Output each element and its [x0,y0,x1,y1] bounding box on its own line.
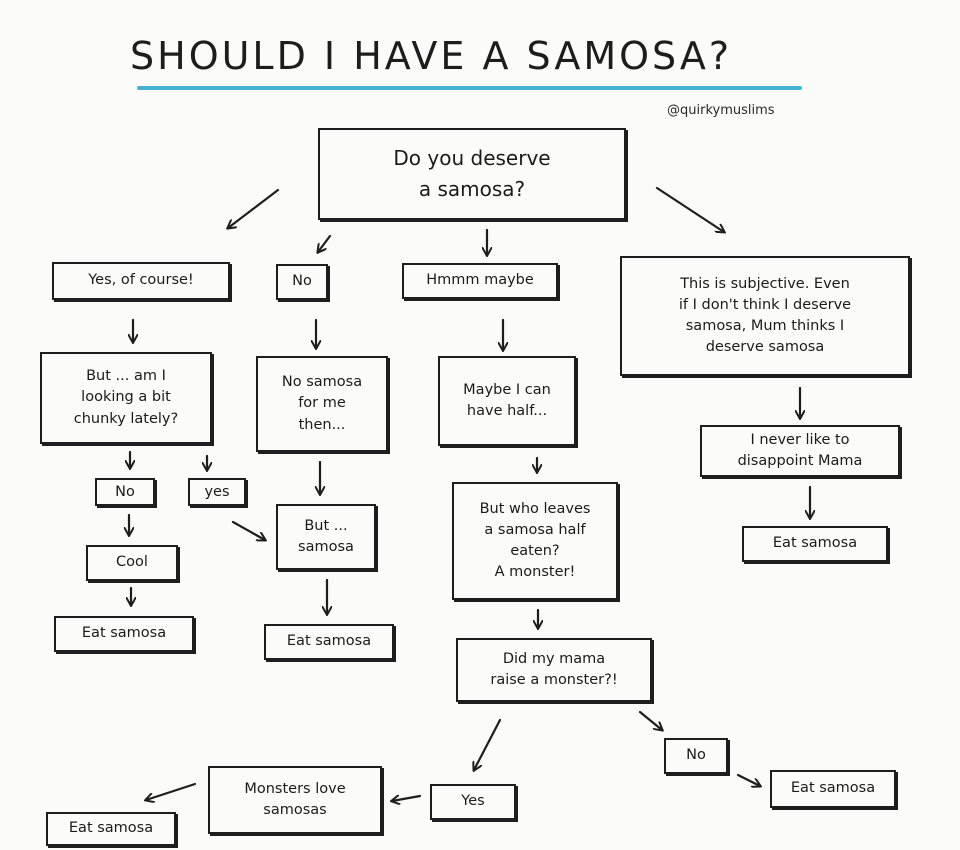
node-never-disappoint: I never like to disappoint Mama [700,425,900,477]
node-monsters-love-samosas: Monsters love samosas [208,766,382,834]
node-subjective: This is subjective. Even if I don't thin… [620,256,910,376]
node-no: No [276,264,328,300]
node-deserve-question: Do you deserve a samosa? [318,128,626,220]
node-maybe-half: Maybe I can have half... [438,356,576,446]
arrow-start-to-no [318,234,332,252]
node-mama-yes: Yes [430,784,516,820]
node-but-samosa: But ... samosa [276,504,376,570]
node-eat-samosa-monster-no: Eat samosa [770,770,896,808]
arrow-no-to-eat-monster [736,773,760,786]
arrow-yes-to-butsamosa [231,520,265,540]
node-chunky-question: But ... am I looking a bit chunky lately… [40,352,212,444]
title-underline [137,86,802,90]
arrow-mama-to-no [638,710,662,730]
node-hmmm-maybe: Hmmm maybe [402,263,558,299]
arrow-yes-to-monsters [392,796,422,801]
node-eat-samosa-right: Eat samosa [742,526,888,562]
node-eat-samosa-bottom: Eat samosa [46,812,176,846]
node-yes-of-course: Yes, of course! [52,262,230,300]
node-chunky-yes: yes [188,478,246,506]
author-handle: @quirkymuslims [667,103,775,118]
arrow-start-to-yes [228,188,280,228]
node-chunky-no: No [95,478,155,506]
page-title: SHOULD I HAVE A SAMOSA? [130,34,733,78]
node-mama-no: No [664,738,728,774]
node-cool: Cool [86,545,178,581]
node-no-samosa: No samosa for me then... [256,356,388,452]
node-eat-samosa-mid: Eat samosa [264,624,394,660]
node-who-leaves-half: But who leaves a samosa half eaten? A mo… [452,482,618,600]
node-mama-monster-question: Did my mama raise a monster?! [456,638,652,702]
arrow-mama-to-yes [474,718,502,770]
arrow-start-to-subjective [655,186,724,232]
node-eat-samosa-left: Eat samosa [54,616,194,652]
arrow-monsters-to-eat-bottom [146,782,197,800]
